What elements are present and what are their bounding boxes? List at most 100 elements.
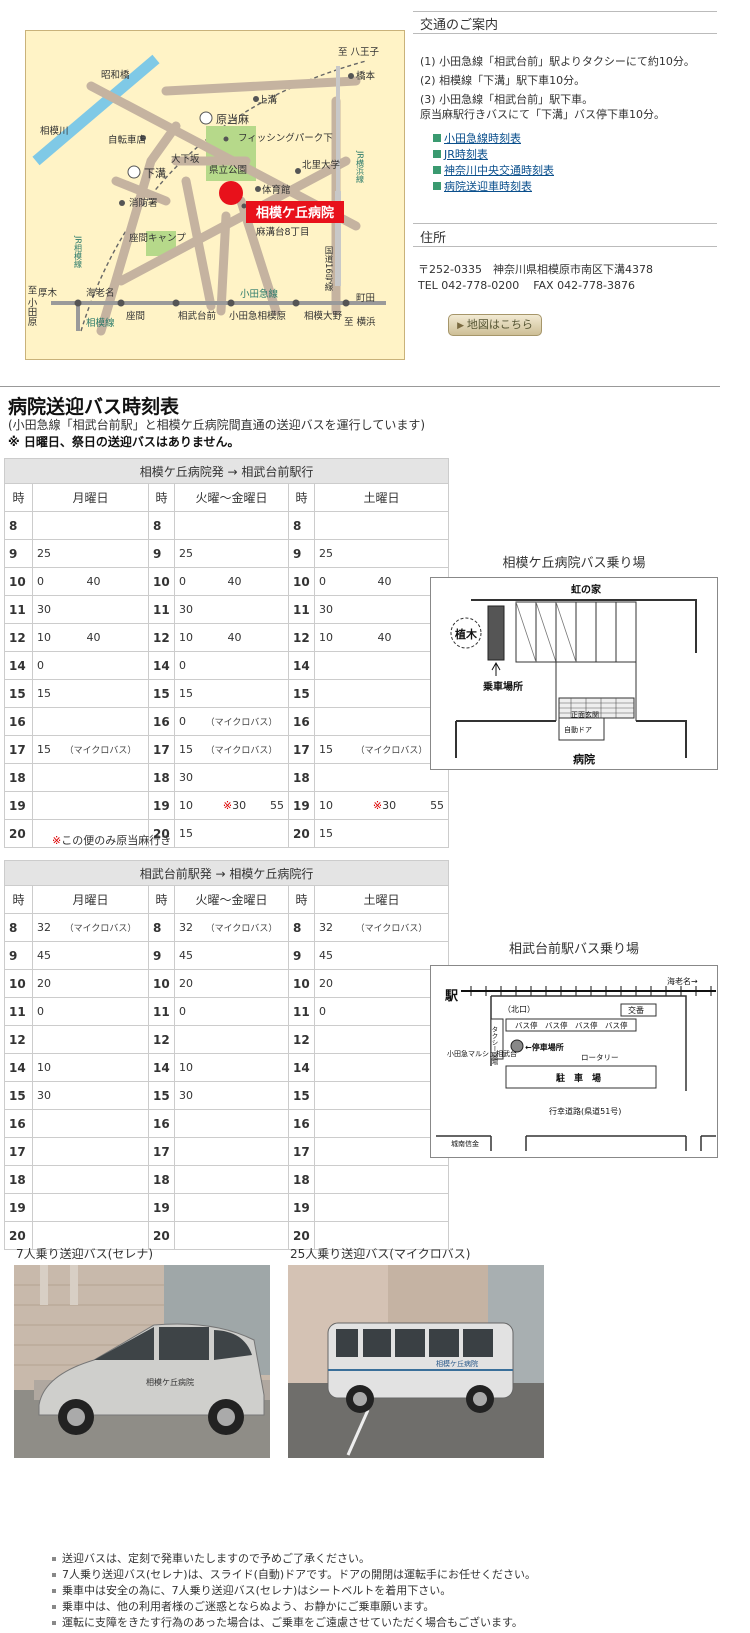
minutes-cell: 15（マイクロバス） [32,735,149,764]
minutes-cell: 25 [32,539,149,568]
map-label: 体育館 [262,184,291,196]
stop1-label: 植木 [454,627,478,641]
departure-minute: 10 [179,1061,193,1074]
note-item: 運転に支障をきたす行為のあった場合は、ご乗車をご遠慮させていただく場合もございま… [50,1615,730,1631]
access-item: (3) 小田急線「相武台前」駅下車。 [420,93,594,106]
minutes-cell: 30 [313,595,450,624]
hour-cell: 9 [288,941,315,970]
link-kanachu[interactable]: 神奈川中央交通時刻表 [433,163,554,179]
minutes-cell: 0 [313,997,450,1026]
link-odakyu[interactable]: 小田急線時刻表 [433,131,554,147]
note-mark: ※ [222,799,233,812]
hour-cell: 14 [148,651,175,680]
map-label: 座間 [126,310,145,322]
hour-cell: 20 [288,1221,315,1250]
stop1-label: 正面玄関 [571,710,599,719]
hour-cell: 16 [288,707,315,736]
hour-cell: 20 [148,819,175,848]
serena-photo: 相模ケ丘病院 [14,1265,270,1458]
col-mon: 月曜日 [32,885,149,914]
departure-minute: 10 [179,631,193,644]
stop1-label: 乗車場所 [482,680,523,693]
bullet-icon [433,182,441,190]
serena-image: 相模ケ丘病院 [14,1265,270,1458]
map-label: 至 小田原 [26,285,37,326]
hour-cell: 10 [148,567,175,596]
departure-minute: 0 [319,1005,326,1018]
minutes-cell [313,1081,450,1110]
hour-cell: 18 [148,763,175,792]
hour-cell: 14 [288,1053,315,1082]
hour-cell: 10 [288,567,315,596]
stop2-label: 城南信金 [451,1139,479,1148]
microbus-label: （マイクロバス） [64,746,137,756]
access-title: 交通のご案内 [420,18,499,33]
map-label: 至 横浜 [344,316,376,328]
minutes-cell: 15（マイクロバス） [174,735,289,764]
minutes-cell: 15 [174,679,289,708]
minutes-cell: 30 [174,763,289,792]
hour-cell: 16 [148,1109,175,1138]
stop1-label: 自動ドア [564,725,592,734]
hour-cell: 12 [288,623,315,652]
col-hour: 時 [4,483,33,512]
minutes-cell [32,707,149,736]
col-hour: 時 [148,885,175,914]
departure-minute: 45 [179,949,193,962]
minutes-cell [313,763,450,792]
departure-minute: 10 [179,799,193,812]
hour-cell: 14 [148,1053,175,1082]
map-label: 北里大学 [302,159,340,171]
hour-cell: 11 [4,595,33,624]
stop1-label: 虹の家 [571,583,602,596]
departure-minute: 40 [377,631,392,644]
minutes-cell: 32（マイクロバス） [32,913,149,942]
microbus-image: 相模ケ丘病院 [288,1265,544,1458]
hour-cell: 18 [288,1165,315,1194]
map-button[interactable]: ▶ 地図はこちら [448,314,542,336]
col-hour: 時 [288,885,315,914]
departure-minute: 0 [37,659,44,672]
col-hour: 時 [4,885,33,914]
departure-minute: 32 [37,921,51,934]
map-label: 相武台前 [178,310,216,322]
link-hospital-bus[interactable]: 病院送迎車時刻表 [433,179,554,195]
departure-minute: 0 [179,715,186,728]
minutes-cell [313,1053,450,1082]
minutes-cell: 20 [174,969,289,998]
col-mon: 月曜日 [32,483,149,512]
map-label: 厚木 [38,287,58,299]
access-list: (1) 小田急線「相武台前」駅よりタクシーにて約10分。 (2) 相模線「下溝」… [420,54,720,126]
hour-cell: 11 [288,997,315,1026]
departure-minute: 40 [377,575,392,588]
haratoma-station [199,111,213,125]
minutes-cell [174,1193,289,1222]
microbus-label: （マイクロバス） [205,718,278,728]
note-item: 7人乗り送迎バス(セレナ)は、スライド(自動)ドアです。ドアの開閉は運転手にお任… [50,1567,730,1583]
address-line: 〒252-0335 神奈川県相模原市南区下溝4378 [418,263,653,276]
minutes-cell [313,1221,450,1250]
minutes-cell [32,763,149,792]
departure-minute: 30 [37,1089,51,1102]
address-title: 住所 [420,231,447,246]
note-item: 乗車中は、他の利用者様のご迷惑とならぬよう、お静かにご乗車願います。 [50,1599,730,1615]
departure-minute: 10 [319,799,333,812]
minutes-cell [313,1193,450,1222]
minutes-cell [174,511,289,540]
map-label: 小田急線 [240,288,279,300]
access-item: (1) 小田急線「相武台前」駅よりタクシーにて約10分。 [420,55,695,68]
departure-minute: 30 [179,771,193,784]
map-label: 国道16号線 [323,246,333,291]
minutes-cell [313,651,450,680]
departure-minute: 15 [319,743,333,756]
link-jr[interactable]: JR時刻表 [433,147,554,163]
hour-cell: 11 [288,595,315,624]
